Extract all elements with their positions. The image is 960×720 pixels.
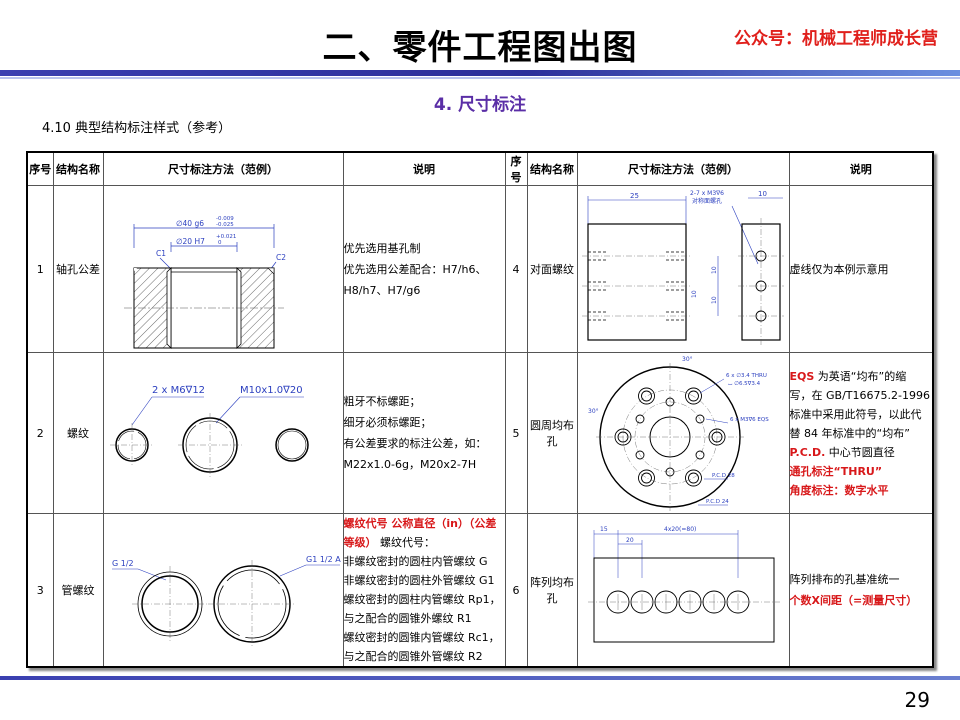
linear-holes-svg: 15 20 4x20(=80) [587,526,780,642]
header-note: 说明 [342,151,506,186]
pipe-note-red: 螺纹代号 公称直径（in）（公差等级） [343,517,497,549]
brand-label: 公众号：机械工程师成长营 [734,29,938,49]
row-number: 5 [504,352,528,514]
opposite-thread-note: 虚线仅为本例示意用 [788,185,934,353]
header-method: 尺寸标注方法（范例） [102,151,344,186]
dim-20: 20 [626,537,634,544]
svg-text:0: 0 [218,240,222,246]
circular-holes-svg: 30° 30° 6 x ∅3.4 THRU ⌴ ∅6.5∇3.4 6 x M3∇… [588,356,769,511]
structure-name: 管螺纹 [52,513,104,668]
circular-note-line: 角度标注：数字水平 [790,481,933,500]
structure-name: 轴孔公差 [52,185,104,353]
inner-dim-label: ∅20 H7 [176,237,205,246]
row-number: 6 [504,513,528,668]
outer-dim-label: ∅40 g6 [176,219,204,228]
circular-note-line: 替 84 年标准中的“均布” [789,426,910,440]
thread-callout-left: 2 x M6∇12 [152,385,205,396]
header-divider-thin [0,77,960,79]
angle-left: 30° [588,408,599,415]
structure-name: 对面螺纹 [526,185,578,353]
circular-note-line: 通孔标注“THRU” [790,462,933,481]
dim-v2: 10 [711,296,718,304]
dim-15: 15 [600,526,608,533]
page-title: 二、零件工程图出图 [322,28,638,68]
dimension-table: 序号 结构名称 尺寸标注方法（范例） 说明 序号 结构名称 尺寸标注方法（范例）… [26,151,934,668]
header-divider [0,70,960,76]
section-heading: 4.10 典型结构标注样式（参考） [42,121,232,136]
angle-top: 30° [682,356,693,363]
structure-name: 阵列均布孔 [526,513,578,668]
pipe-thread-note: 螺纹代号 公称直径（in）（公差等级） 螺纹代号： 非螺纹密封的圆柱内管螺纹 G… [342,513,506,668]
callout-symmetric: 对称面螺孔 [692,197,722,205]
header-method: 尺寸标注方法（范例） [576,151,790,186]
callout-m3: 2-7 x M3∇6 [690,190,724,197]
structure-name: 螺纹 [52,352,104,514]
thread-note: 粗牙不标螺距； 细牙必须标螺距； 有公差要求的标注公差，如： M22x1.0-6… [342,352,506,514]
circular-note-red: EQS [789,369,815,383]
opposite-thread-drawing: 25 2-7 x M3∇6 对称面螺孔 10 [576,185,790,353]
circular-holes-note: EQS 为英语“均布”的缩写，在 GB/T16675.2-1996 标准中采用此符… [788,352,934,514]
callout-cbore: ⌴ ∅6.5∇3.4 [728,381,761,387]
row-number: 1 [26,185,54,353]
circular-note-line: 写，在 GB/T16675.2-1996 [789,388,930,402]
circular-note-line: 标准中采用此符号，以此代 [789,407,922,421]
fit-drawing: ∅40 g6 -0.009 -0.025 ∅20 H7 +0.021 0 C1 … [102,185,344,353]
opposite-thread-svg: 25 2-7 x M3∇6 对称面螺孔 10 [581,190,784,346]
svg-text:-0.009: -0.009 [216,216,234,222]
shaft-hole-fit-drawing: ∅40 g6 -0.009 -0.025 ∅20 H7 +0.021 0 C1 … [123,216,286,349]
row-number: 2 [26,352,54,514]
dim-10-top: 10 [758,190,767,198]
pcd-24: P.C.D 24 [706,499,729,505]
chamfer-left-label: C1 [156,249,166,258]
dim-4x20: 4x20(=80) [664,526,696,533]
thread-callout-right: M10x1.0∇20 [240,385,303,396]
dim-v3: 10 [691,290,698,298]
footer-divider [0,676,960,680]
pipe-thread-drawing: G 1/2 G1 1/2 A [102,513,344,668]
thread-drawing: 2 x M6∇12 M10x1.0∇20 [102,352,344,514]
header-no: 序号 [504,151,528,186]
row-number: 3 [26,513,54,668]
circular-note-red: 角度标注：数字水平 [789,483,889,497]
thread-svg: 2 x M6∇12 M10x1.0∇20 [109,385,309,477]
circular-holes-drawing: 30° 30° 6 x ∅3.4 THRU ⌴ ∅6.5∇3.4 6 x M3∇… [576,352,790,514]
linear-holes-drawing: 15 20 4x20(=80) [576,513,790,668]
table-header-row: 序号 结构名称 尺寸标注方法（范例） 说明 序号 结构名称 尺寸标注方法（范例）… [26,151,934,186]
table-row: 1 轴孔公差 ∅40 g6 -0.009 -0.025 [26,185,934,353]
callout-eqs: 6 x M3∇6 EQS [730,417,769,423]
circular-note-red: 通孔标注“THRU” [789,464,883,478]
callout-thru: 6 x ∅3.4 THRU [726,373,767,379]
circular-note-line: P.C.D. 中心节圆直径 [789,445,895,459]
linear-holes-note: 阵列排布的孔基准统一 个数X间距（=测量尺寸） [788,513,934,668]
dim-25: 25 [630,192,639,200]
pipe-callout-left: G 1/2 [112,559,134,568]
pipe-callout-right: G1 1/2 A [306,555,341,564]
row-number: 4 [504,185,528,353]
linear-note-red: 个数X间距（=测量尺寸） [789,594,918,607]
header-name: 结构名称 [52,151,104,186]
header-name: 结构名称 [526,151,578,186]
dim-v1: 10 [711,266,718,274]
header-note: 说明 [788,151,934,186]
svg-text:+0.021: +0.021 [216,234,236,240]
pcd-28: P.C.D 28 [712,473,735,479]
chamfer-right-label: C2 [276,253,286,262]
section-subtitle: 4. 尺寸标注 [433,95,527,115]
header-no: 序号 [26,151,54,186]
circular-note-line: EQS 为英语“均布”的缩 [789,369,907,383]
table-row: 3 管螺纹 G 1/2 G1 1/2 A [26,513,934,668]
table-row: 2 螺纹 2 x M6∇12 M10x1.0∇20 [26,352,934,514]
svg-text:-0.025: -0.025 [216,222,234,228]
page-number: 29 [904,688,930,712]
circular-note-red: P.C.D. [789,445,826,459]
fit-note: 优先选用基孔制 优先选用公差配合：H7/h6、H8/h7、H7/g6 [342,185,506,353]
structure-name: 圆周均布孔 [526,352,578,514]
pipe-thread-svg: G 1/2 G1 1/2 A [111,555,341,648]
